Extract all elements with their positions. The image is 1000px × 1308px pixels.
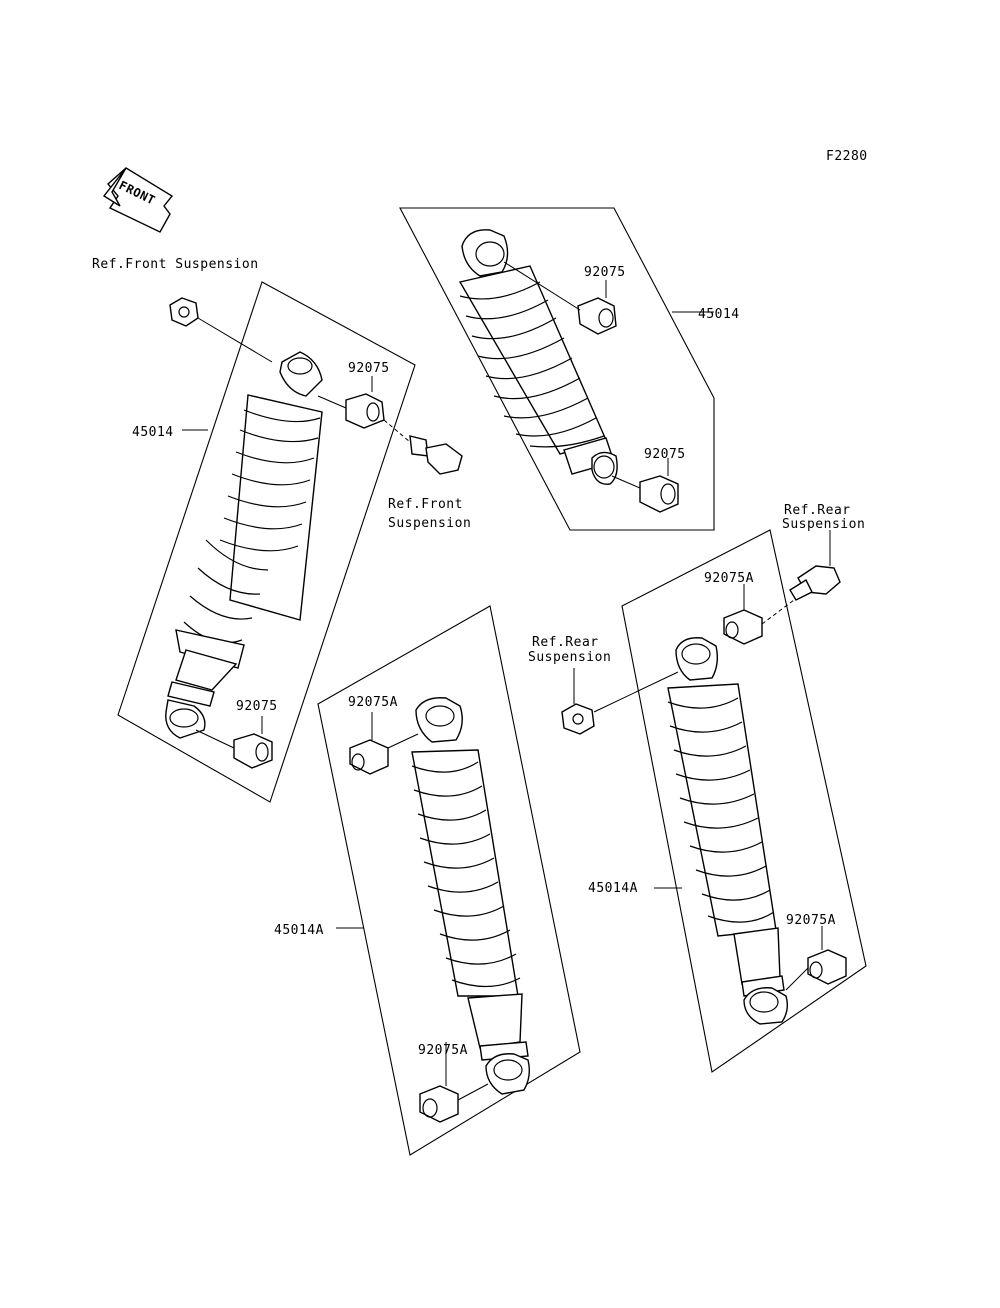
bushing-fr-top-icon [577,297,617,335]
part-number-bush-fr-top: 92075 [584,265,626,280]
shock-absorber-front-right [458,229,618,485]
part-number-bush-rl-top: 92075A [348,695,398,710]
shock-group-rear-right [621,529,867,1073]
part-number-shock-front-right: 45014 [698,307,740,322]
label-ref-front-suspension-top: Ref.Front Suspension [92,257,259,272]
shock-group-front-right [399,207,715,531]
part-number-bush-rr-bottom: 92075A [786,913,836,928]
bushing-rr-bottom-icon [807,949,847,985]
diagram-code: F2280 [826,149,868,164]
bushing-fl-bottom-icon [233,733,273,769]
shock-absorber-rear-right [667,637,789,1025]
group-box-rear-right [621,529,867,1073]
shock-absorber-front-left [165,351,323,739]
label-ref-rear-suspension-right-1: Ref.Rear [784,503,851,518]
bushing-fr-bottom-icon [639,475,679,513]
shock-absorber-rear-left [411,697,531,1095]
shock-group-rear-left [317,605,581,1156]
bolt-rear-icon [789,565,841,601]
label-ref-rear-suspension-mid-1: Ref.Rear [532,635,599,650]
group-box-front-left [117,281,416,803]
label-ref-front-suspension-mid-2: Suspension [388,516,471,531]
group-box-rear-left [317,605,581,1156]
group-box-front-right [399,207,715,531]
part-number-bush-rr-top: 92075A [704,571,754,586]
part-number-bush-rl-bottom: 92075A [418,1043,468,1058]
front-arrow-icon: FRONT [102,167,174,233]
part-number-shock-front-left: 45014 [132,425,174,440]
part-number-bush-fr-bottom: 92075 [644,447,686,462]
part-number-shock-rear-left: 45014A [274,923,324,938]
label-ref-front-suspension-mid-1: Ref.Front [388,497,463,512]
bushing-rr-top-icon [723,609,763,645]
label-ref-rear-suspension-right-2: Suspension [782,517,865,532]
part-number-shock-rear-right: 45014A [588,881,638,896]
bushing-fl-top-icon [345,393,385,429]
bushing-rl-top-icon [349,739,389,775]
bushing-rl-bottom-icon [419,1085,459,1123]
label-ref-rear-suspension-mid-2: Suspension [528,650,611,665]
flange-nut-rear-icon [561,703,595,735]
shock-group-front-left [117,281,463,803]
part-number-bush-fl-bottom: 92075 [236,699,278,714]
flange-nut-icon [169,297,199,327]
part-number-bush-fl-top: 92075 [348,361,390,376]
bolt-front-icon [409,435,463,475]
